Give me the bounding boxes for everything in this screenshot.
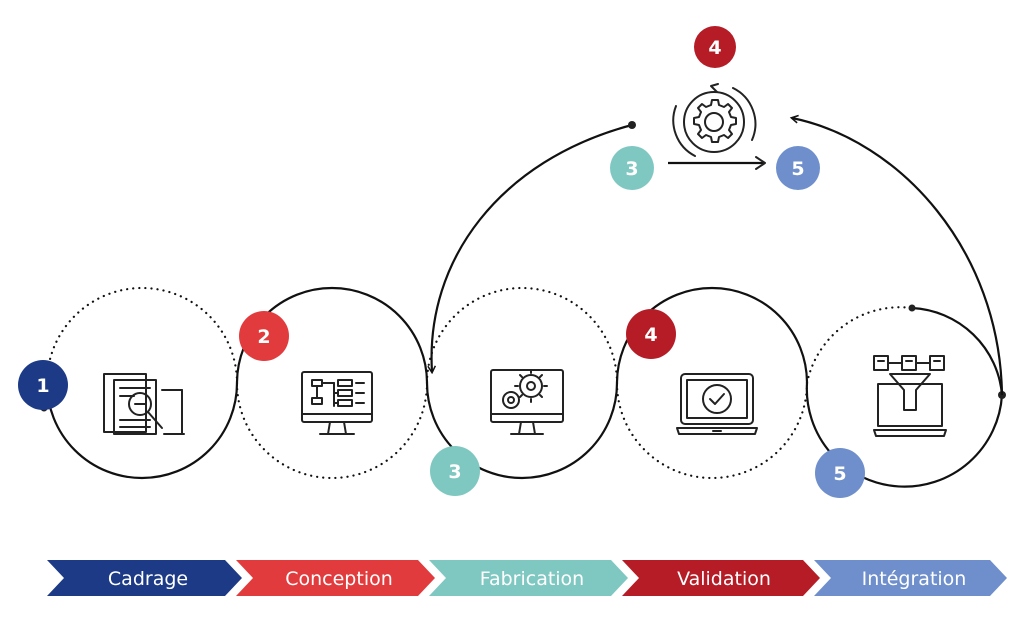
svg-text:Fabrication: Fabrication	[480, 568, 584, 590]
svg-text:2: 2	[257, 326, 270, 348]
step-conception: Conception	[236, 560, 435, 596]
svg-text:Intégration: Intégration	[862, 568, 967, 590]
cycle-badge-5: 5	[776, 146, 820, 190]
svg-text:Validation: Validation	[677, 568, 771, 590]
svg-text:Cadrage: Cadrage	[108, 568, 188, 590]
badge-2: 2	[239, 311, 289, 361]
step-integration: Intégration	[814, 560, 1007, 596]
svg-text:4: 4	[708, 37, 721, 59]
dotted-arcs	[45, 286, 914, 480]
feedback-arrows	[432, 118, 1004, 396]
cycle-badge-3: 3	[610, 146, 654, 190]
step-validation: Validation	[622, 560, 820, 596]
laptop-check-icon	[676, 373, 758, 435]
cycle-badge-4: 4	[694, 26, 736, 68]
svg-text:3: 3	[448, 461, 461, 483]
step-fabrication: Fabrication	[429, 560, 628, 596]
svg-text:4: 4	[644, 324, 657, 346]
svg-text:5: 5	[791, 158, 804, 180]
svg-text:3: 3	[625, 158, 638, 180]
badge-1: 1	[18, 360, 68, 410]
svg-text:1: 1	[36, 375, 49, 397]
gear-cycle-icon	[672, 83, 757, 157]
monitor-flowchart-icon	[301, 371, 373, 435]
badge-5: 5	[815, 448, 865, 498]
svg-text:5: 5	[833, 463, 846, 485]
badge-4: 4	[626, 309, 676, 359]
badge-3: 3	[430, 446, 480, 496]
step-bar: Cadrage Conception Fabrication Validatio…	[47, 560, 1007, 596]
monitor-gears-icon	[490, 369, 564, 435]
document-search-icon	[103, 373, 185, 435]
svg-text:Conception: Conception	[285, 568, 393, 590]
step-cadrage: Cadrage	[47, 560, 242, 596]
cycle-group	[668, 83, 766, 170]
laptop-funnel-icon	[873, 355, 947, 437]
solid-arcs	[40, 286, 1006, 488]
